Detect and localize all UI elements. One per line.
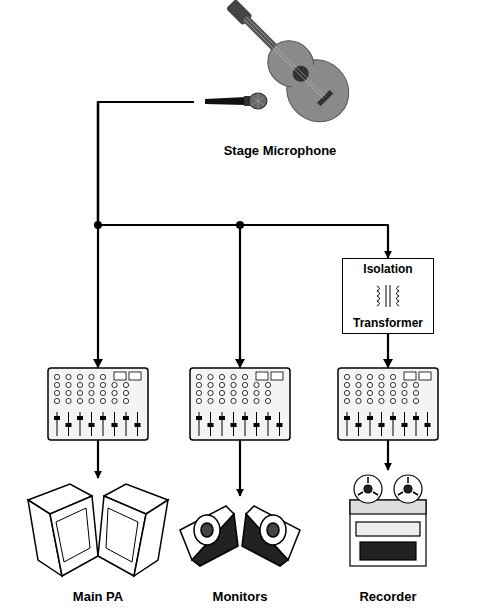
monitor-speakers [180, 506, 300, 566]
device-label: Recorder [334, 589, 442, 604]
device-group: Main PA [18, 478, 178, 608]
device-group: Monitors [174, 496, 306, 608]
mixer-illustrations [48, 359, 438, 440]
transformer-box: IsolationTransformer [342, 258, 434, 334]
guitar-illustration [210, 0, 362, 135]
junction-dot [94, 221, 102, 229]
device-label: Stage Microphone [194, 143, 366, 158]
device-label: Monitors [174, 589, 306, 604]
transformer-symbol [373, 284, 403, 308]
microphone-illustration [205, 93, 267, 109]
junction-dot [236, 221, 244, 229]
device-label: Main PA [18, 589, 178, 604]
device-group: Stage Microphone [194, 12, 366, 162]
reel-recorder [350, 475, 426, 566]
device-group: Recorder [334, 470, 442, 608]
device-label: Isolation [363, 262, 412, 276]
device-label: Transformer [353, 316, 423, 330]
signal-line [98, 102, 388, 258]
main-pa-speakers [28, 484, 168, 576]
